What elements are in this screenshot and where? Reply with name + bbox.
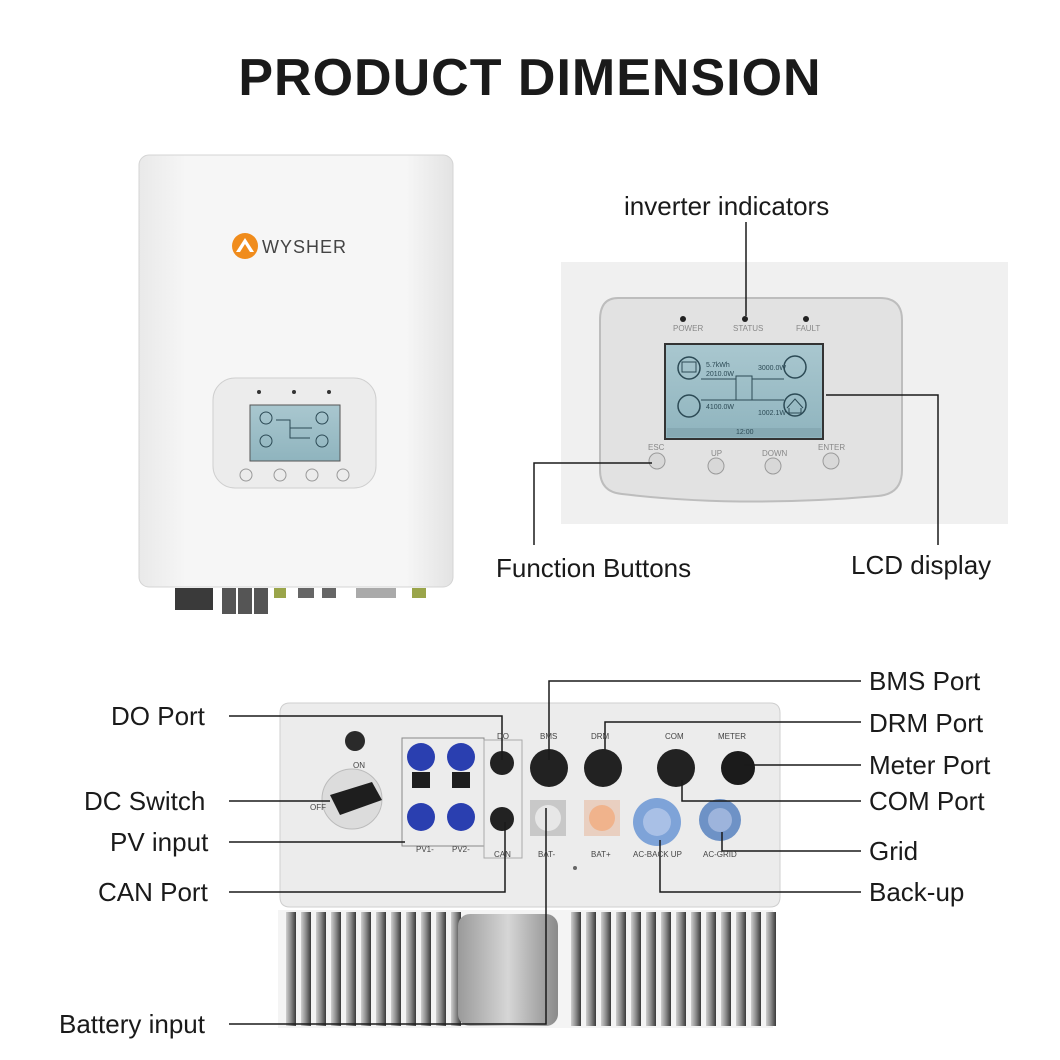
callout-meter-port: Meter Port [869, 750, 991, 780]
callout-function-buttons: Function Buttons [496, 553, 692, 583]
port-can-label: CAN [494, 850, 511, 859]
callout-grid: Grid [869, 836, 919, 866]
port-pv2-label: PV2- [452, 845, 470, 854]
callout-pv-input: PV input [110, 827, 209, 857]
callout-can-port: CAN Port [98, 877, 208, 907]
heatsink-fin [631, 912, 641, 1026]
indicator-status-label: STATUS [733, 324, 764, 333]
heatsink-fin [646, 912, 656, 1026]
port-pv1-label: PV1- [416, 845, 434, 854]
button-down-label: DOWN [762, 449, 788, 458]
heatsink-fin [346, 912, 356, 1026]
lcd-load-power: 1002.1W [758, 410, 787, 417]
leader-lines [229, 222, 939, 1025]
port-bat-minus-label: BAT- [538, 850, 556, 859]
indicator-power-label: POWER [673, 324, 704, 333]
port-do-label: DO [497, 732, 509, 741]
heatsink-fin [616, 912, 626, 1026]
lcd-pv-power: 5.7kWh [706, 362, 730, 369]
heatsink-fin [751, 912, 761, 1026]
heatsink-fin [376, 912, 386, 1026]
lcd-grid-power: 3000.0W [758, 365, 787, 372]
button-enter-label: ENTER [818, 443, 846, 452]
inverter-front [138, 154, 454, 614]
heatsink-fin [286, 912, 296, 1026]
heatsink-fin [691, 912, 701, 1026]
brand-name: WYSHER [262, 237, 348, 257]
heatsink-fin [436, 912, 446, 1026]
port-drm-label: DRM [591, 732, 610, 741]
button-up-label: UP [711, 449, 723, 458]
heatsink-fin [316, 912, 326, 1026]
heatsink-fin [601, 912, 611, 1026]
heatsink-fin [406, 912, 416, 1026]
page-title: PRODUCT DIMENSION [238, 49, 822, 107]
heatsink-fin [301, 912, 311, 1026]
heatsink-fin [331, 912, 341, 1026]
port-ac-grid-label: AC-GRID [703, 850, 737, 859]
button-esc-label: ESC [648, 443, 665, 452]
callout-battery-input: Battery input [59, 1009, 205, 1039]
callout-drm-port: DRM Port [869, 708, 984, 738]
lcd-battery-power: 4100.0W [706, 404, 735, 411]
heatsink-fin [571, 912, 581, 1026]
heatsink-fin [736, 912, 746, 1026]
heatsink-fin [676, 912, 686, 1026]
callout-backup: Back-up [869, 877, 965, 907]
callout-lcd-display: LCD display [851, 550, 992, 580]
heatsink-fin [361, 912, 371, 1026]
callout-dc-switch: DC Switch [84, 786, 206, 816]
control-panel-zoom [561, 262, 1008, 524]
indicator-fault-label: FAULT [796, 324, 821, 333]
heatsink-fin [661, 912, 671, 1026]
port-meter-label: METER [718, 732, 746, 741]
callout-inverter-indicators: inverter indicators [624, 191, 830, 221]
lcd-pv-voltage: 2010.0W [706, 371, 735, 378]
port-bat-plus-label: BAT+ [591, 850, 611, 859]
callout-com-port: COM Port [869, 786, 985, 816]
heatsink-fin [421, 912, 431, 1026]
switch-off-label: OFF [310, 803, 326, 812]
heatsink-fin [586, 912, 596, 1026]
callout-bms-port: BMS Port [869, 666, 981, 696]
inverter-bottom [278, 702, 781, 1028]
heatsink-fin [451, 912, 461, 1026]
heatsink-fin [391, 912, 401, 1026]
lcd-status-line: 12:00 [736, 429, 754, 436]
wysher-logo [232, 233, 258, 259]
switch-on-label: ON [353, 761, 365, 770]
heatsink-fin [706, 912, 716, 1026]
port-bms-label: BMS [540, 732, 558, 741]
port-ac-backup-label: AC-BACK UP [633, 850, 682, 859]
port-com-label: COM [665, 732, 684, 741]
heatsink-fin [721, 912, 731, 1026]
heatsink-fin [766, 912, 776, 1026]
callout-do-port: DO Port [111, 701, 205, 731]
